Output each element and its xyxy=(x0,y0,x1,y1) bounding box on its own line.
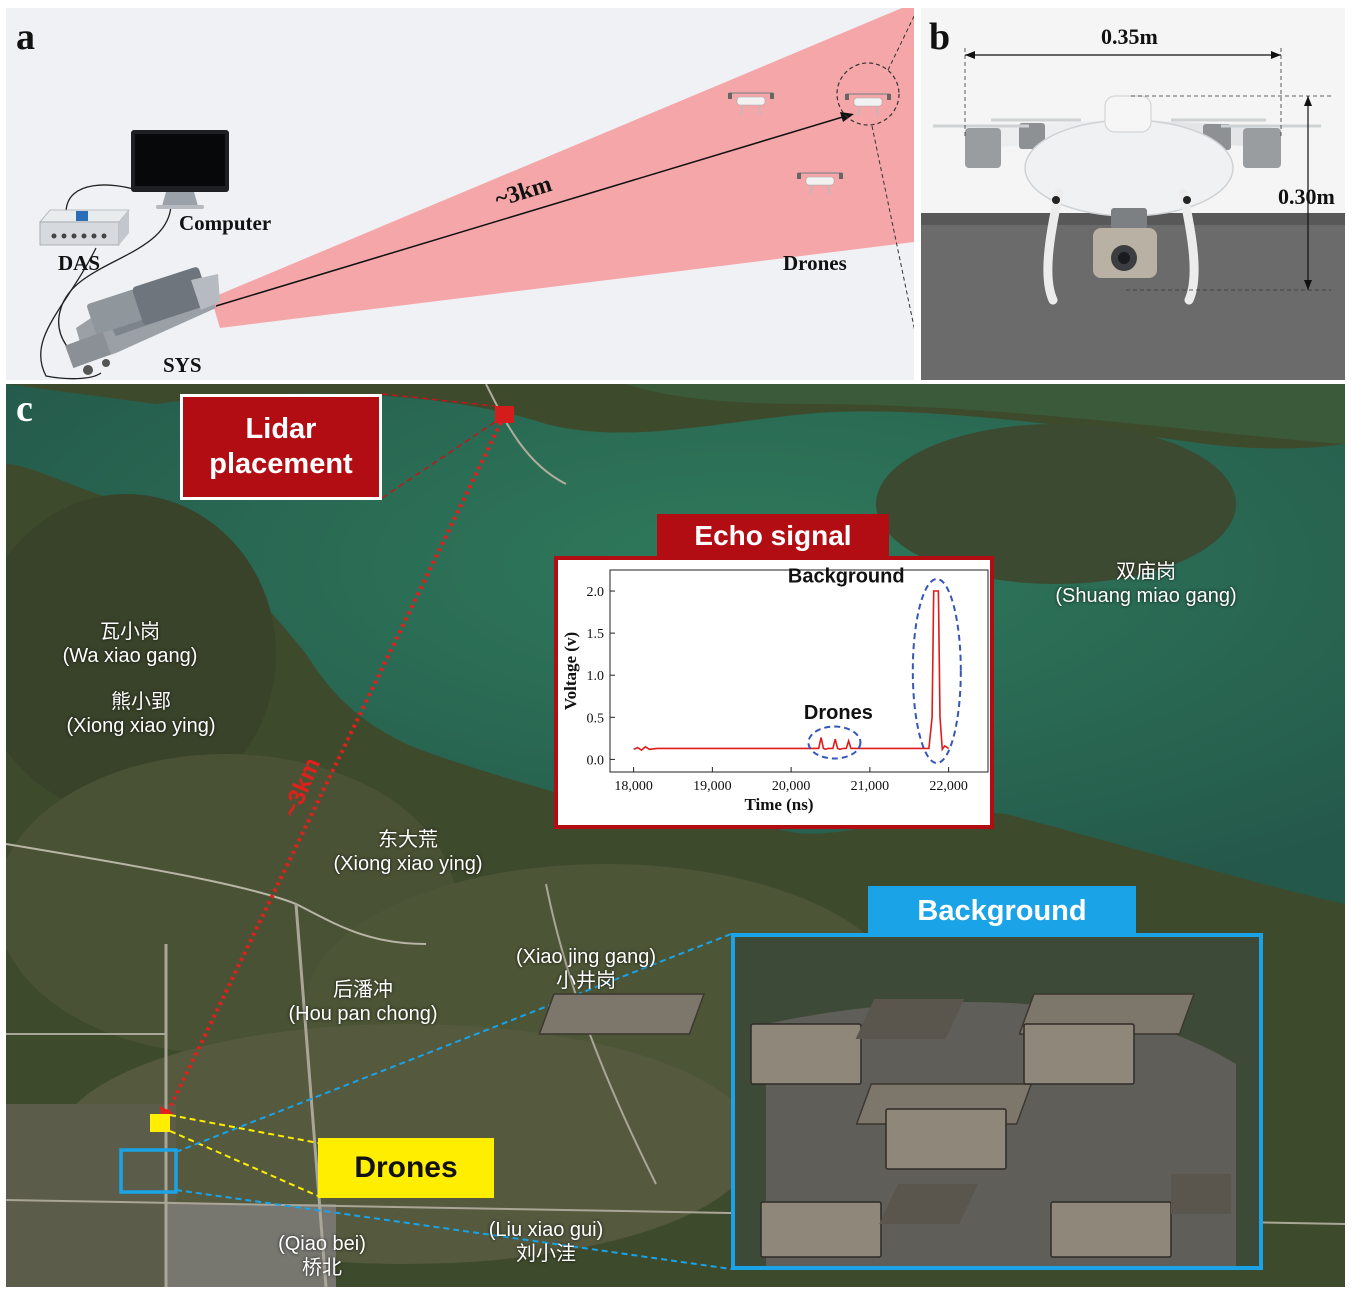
place-label: 瓦小岗 (Wa xiao gang) xyxy=(63,620,198,669)
x-tick-label: 21,000 xyxy=(851,779,890,794)
place-name-en: (Wa xiao gang) xyxy=(62,645,198,668)
panel-letter-b: b xyxy=(929,16,951,58)
drones-title: Drones xyxy=(318,1138,494,1198)
echo-series-line xyxy=(633,590,950,752)
background-buildings-photo xyxy=(538,935,1261,1268)
das-label: DAS xyxy=(58,251,101,275)
distance-arrow xyxy=(215,115,847,307)
drones-title-text: Drones xyxy=(354,1151,458,1184)
panel-letter-a: a xyxy=(16,16,35,58)
background-peak-highlight xyxy=(911,578,962,764)
target-circle xyxy=(836,62,900,126)
chart-frame xyxy=(609,569,989,773)
drones-peak-highlight xyxy=(807,725,862,760)
y-axis-label: Voltage (v) xyxy=(561,632,580,710)
place-name-cn: 东大荒 xyxy=(378,829,438,851)
panel-letter-c: c xyxy=(16,388,33,430)
satellite-map xyxy=(6,384,1345,1287)
panel-c: c Lidar placement ~3km Echo signal 18,00… xyxy=(6,384,1345,1287)
x-tick-label: 19,000 xyxy=(693,779,732,794)
y-tick-label: 0.5 xyxy=(587,711,605,726)
lidar-placement-label: Lidar placement xyxy=(180,394,382,500)
place-label: 熊小郢 (Xiong xiao ying) xyxy=(67,690,216,739)
place-name-cn: 熊小郢 xyxy=(111,691,171,713)
echo-signal-title-text: Echo signal xyxy=(694,520,852,551)
x-tick-label: 20,000 xyxy=(772,779,811,794)
place-name-en: (Xiong xiao ying) xyxy=(333,853,483,876)
place-name-cn: 桥北 xyxy=(302,1257,342,1280)
echo-signal-chart: 18,000 19,000 20,000 21,000 22,000 0.0 0.5 1.0 1… xyxy=(554,556,994,829)
place-label: (Xiao jing gang) 小井岗 xyxy=(516,945,656,994)
place-label: (Liu xiao gui) 刘小洼 xyxy=(489,1218,604,1267)
place-name-en: (Xiong xiao ying) xyxy=(66,715,216,738)
place-label: 东大荒 (Xiong xiao ying) xyxy=(334,828,483,877)
background-annotation: Background xyxy=(788,566,905,588)
echo-signal-title: Echo signal xyxy=(657,514,889,558)
drones-label: Drones xyxy=(783,251,847,275)
das-unit-icon xyxy=(39,209,130,246)
lidar-setup-illustration xyxy=(39,8,914,380)
echo-signal-plot: 18,000 19,000 20,000 21,000 22,000 0.0 0.5 1.0 1… xyxy=(561,566,989,814)
laser-beam xyxy=(211,8,914,328)
background-location-box xyxy=(119,1148,178,1194)
lidar-placement-text: Lidar placement xyxy=(209,412,353,480)
y-tick-label: 1.0 xyxy=(587,669,605,684)
width-dimension-label: 0.35m xyxy=(1101,24,1158,49)
sys-label: SYS xyxy=(163,353,202,377)
place-name-en: (Xiao jing gang) xyxy=(515,946,657,968)
background-title-text: Background xyxy=(917,894,1087,927)
computer-label: Computer xyxy=(179,211,272,235)
drone-icon xyxy=(797,172,843,196)
x-axis-label: Time (ns) xyxy=(744,795,813,814)
x-tick-label: 18,000 xyxy=(614,779,653,794)
place-label: 后潘冲 (Hou pan chong) xyxy=(289,978,438,1027)
drone-icon xyxy=(728,92,774,116)
drone-location-marker xyxy=(150,1114,170,1132)
place-name-cn: 双庙岗 xyxy=(1115,561,1176,583)
drones-annotation: Drones xyxy=(804,702,873,724)
place-name-cn: 刘小洼 xyxy=(515,1243,576,1266)
place-name-cn: 后潘冲 xyxy=(332,979,393,1001)
place-name-en: (Hou pan chong) xyxy=(288,1003,438,1026)
background-title: Background xyxy=(868,886,1136,936)
y-tick-label: 2.0 xyxy=(587,585,605,600)
y-tick-label: 1.5 xyxy=(587,627,605,642)
place-name-cn: 小井岗 xyxy=(556,970,616,993)
place-name-en: (Liu xiao gui) xyxy=(488,1219,604,1241)
panel-b: b 0.35m 0.30m xyxy=(921,8,1345,380)
computer-monitor-icon xyxy=(131,130,229,209)
drone-icon xyxy=(845,93,891,117)
panel-a: a Computer DAS SYS ~3km Drones xyxy=(6,8,914,380)
x-tick-label: 22,000 xyxy=(929,779,968,794)
place-label: (Qiao bei) 桥北 xyxy=(278,1232,366,1281)
lidar-system-icon xyxy=(65,267,220,375)
place-label: 双庙岗 (Shuang miao gang) xyxy=(1055,560,1236,609)
place-name-cn: 瓦小岗 xyxy=(100,621,160,643)
height-dimension-label: 0.30m xyxy=(1278,184,1335,209)
place-name-en: (Qiao bei) xyxy=(278,1233,366,1255)
place-name-en: (Shuang miao gang) xyxy=(1055,585,1237,608)
lidar-placement-marker xyxy=(495,406,514,423)
y-tick-label: 0.0 xyxy=(587,753,605,768)
drone-photo xyxy=(921,8,1345,380)
